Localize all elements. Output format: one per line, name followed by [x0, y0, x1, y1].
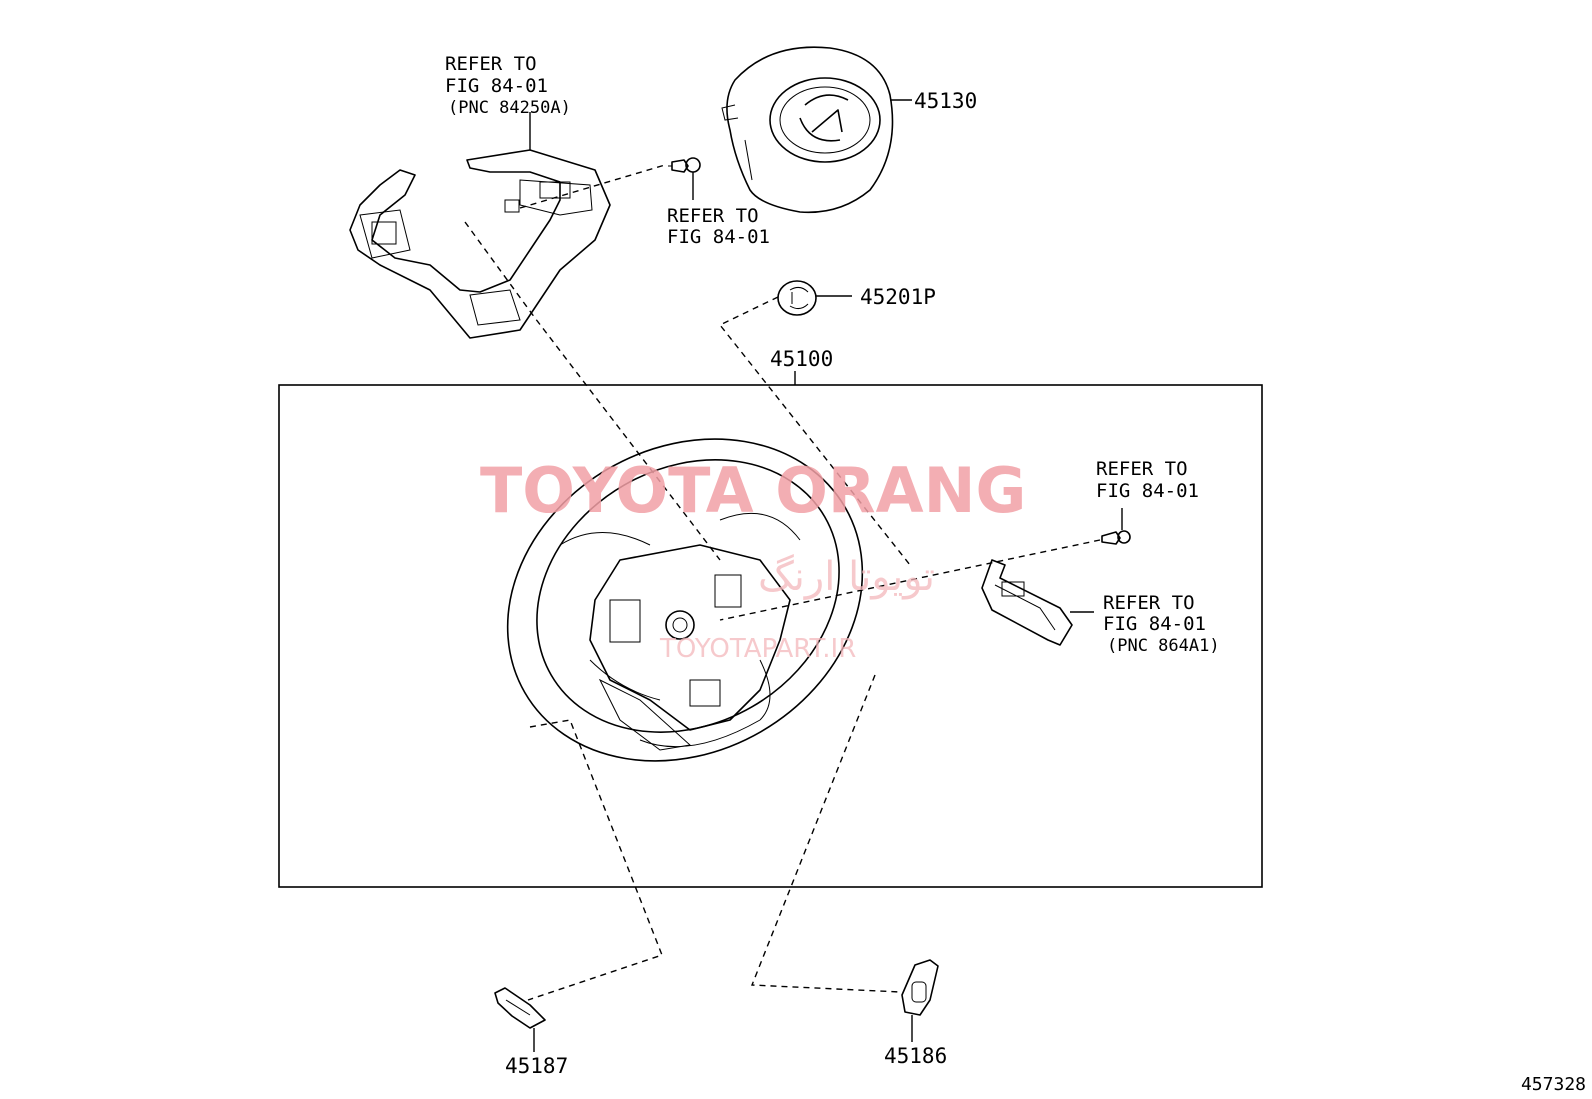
alignment-lines [464, 164, 1101, 1001]
part-number-wheel: 45100 [770, 347, 833, 371]
part-number-cap: 45201P [860, 285, 936, 309]
svg-text:(PNC 84250A): (PNC 84250A) [448, 98, 571, 118]
screw-part[interactable] [668, 157, 701, 173]
svg-text:REFER TO: REFER TO [1096, 458, 1188, 480]
bolt-part[interactable] [1101, 530, 1131, 545]
switch-ref-callout: REFER TO FIG 84-01 (PNC 84250A) [445, 53, 571, 118]
lower-cover-left-part[interactable] [494, 987, 546, 1029]
svg-text:FIG 84-01: FIG 84-01 [667, 226, 770, 248]
lower-cover-right-part[interactable] [901, 959, 939, 1016]
svg-text:REFER TO: REFER TO [445, 53, 537, 75]
cap-part[interactable] [777, 280, 817, 316]
screw-ref-callout: REFER TO FIG 84-01 [667, 205, 770, 248]
part-number-airbag: 45130 [914, 89, 977, 113]
figure-number: 457328 [1521, 1074, 1586, 1095]
svg-text:REFER TO: REFER TO [667, 205, 759, 227]
svg-text:REFER TO: REFER TO [1103, 592, 1195, 614]
module-part[interactable] [981, 559, 1073, 646]
svg-text:(PNC 864A1): (PNC 864A1) [1107, 636, 1220, 656]
steering-wheel-part[interactable] [449, 376, 921, 824]
svg-text:FIG 84-01: FIG 84-01 [1096, 480, 1199, 502]
bolt-ref-callout: REFER TO FIG 84-01 [1096, 458, 1199, 502]
part-number-lower-cover-left: 45187 [505, 1054, 568, 1078]
watermark-site: TOYOTAPART.IR [659, 634, 856, 664]
watermark-brand: TOYOTA ORANG [480, 454, 1026, 527]
watermark-persian: تویوتا ارنگ [758, 554, 935, 600]
svg-text:FIG 84-01: FIG 84-01 [1103, 613, 1206, 635]
module-ref-callout: REFER TO FIG 84-01 (PNC 864A1) [1103, 592, 1220, 656]
svg-text:FIG 84-01: FIG 84-01 [445, 75, 548, 97]
part-number-lower-cover-right: 45186 [884, 1044, 947, 1068]
assembly-frame [278, 384, 1263, 888]
steering-switch-part[interactable] [349, 149, 611, 339]
airbag-part[interactable] [721, 46, 894, 214]
